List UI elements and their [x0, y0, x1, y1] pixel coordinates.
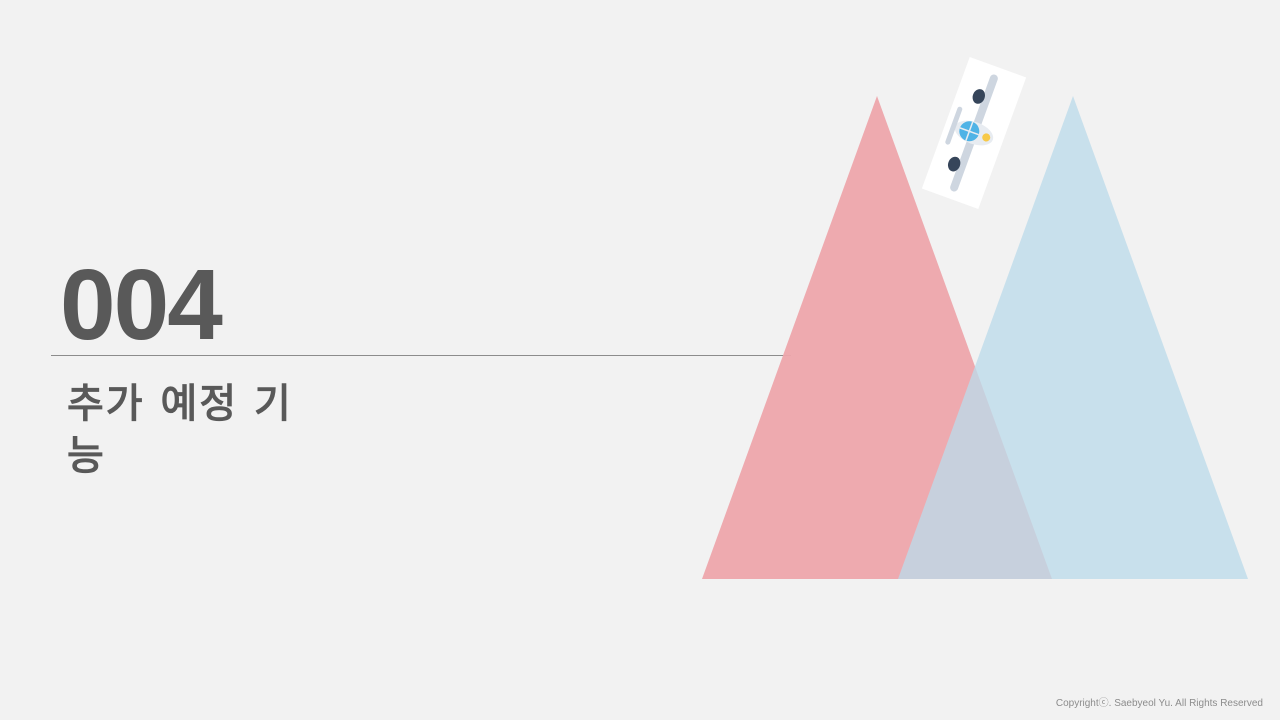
section-number: 004 — [60, 249, 223, 361]
section-title: 추가 예정 기능 — [67, 381, 293, 479]
airplane-icon — [921, 56, 1027, 210]
right-mountain-triangle — [898, 96, 1248, 579]
divider-line — [51, 355, 791, 356]
copyright-notice: Copyrightⓒ. Saebyeol Yu. All Rights Rese… — [1055, 698, 1263, 709]
